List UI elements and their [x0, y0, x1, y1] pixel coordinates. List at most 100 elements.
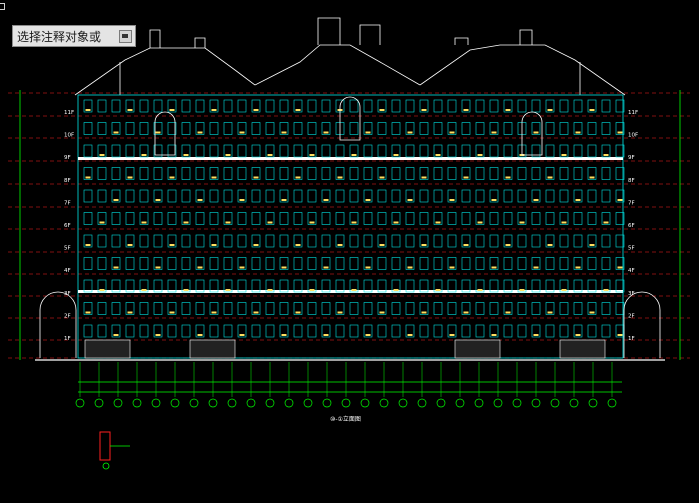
floor-label-left: 8F	[64, 178, 71, 184]
window	[223, 324, 233, 338]
axis-bubbles	[75, 362, 617, 408]
window-sill	[365, 266, 371, 269]
window	[531, 144, 541, 158]
window	[111, 324, 121, 338]
window	[363, 122, 373, 135]
window-sill	[99, 154, 105, 156]
window	[391, 302, 401, 315]
window	[489, 302, 499, 315]
window	[153, 234, 163, 248]
window-sill	[253, 176, 259, 179]
window	[601, 234, 611, 248]
window-sill	[421, 311, 427, 314]
window	[615, 99, 625, 113]
garage-door	[454, 339, 501, 359]
window	[307, 144, 317, 158]
window	[209, 189, 219, 203]
window	[265, 144, 275, 158]
window-sill	[589, 176, 595, 179]
window	[153, 212, 163, 225]
window	[475, 99, 485, 113]
window-sill	[505, 176, 511, 179]
window	[139, 302, 149, 315]
window	[237, 189, 247, 203]
window	[419, 212, 429, 225]
window	[615, 279, 625, 293]
window	[419, 279, 429, 293]
window	[293, 189, 303, 203]
window	[111, 257, 121, 270]
window	[209, 122, 219, 135]
window	[321, 167, 331, 180]
window-sill	[295, 311, 301, 314]
floor-label-right: 4F	[628, 268, 635, 274]
window-sill	[379, 311, 385, 314]
window	[293, 234, 303, 248]
window	[237, 279, 247, 293]
window	[489, 212, 499, 225]
window	[349, 144, 359, 158]
ucs-corner-icon	[0, 3, 5, 10]
close-icon[interactable]	[119, 29, 132, 43]
window	[139, 324, 149, 338]
window	[615, 167, 625, 180]
window	[153, 167, 163, 180]
window	[251, 257, 261, 270]
window	[167, 279, 177, 293]
window-sill	[547, 109, 553, 111]
window	[167, 99, 177, 113]
window	[573, 189, 583, 203]
window	[461, 234, 471, 248]
legend-box	[99, 431, 111, 461]
window	[601, 189, 611, 203]
window	[447, 122, 457, 135]
window	[391, 212, 401, 225]
window-sill	[449, 199, 455, 201]
window	[531, 324, 541, 338]
window	[209, 99, 219, 113]
window	[279, 189, 289, 203]
window	[181, 302, 191, 315]
window	[265, 167, 275, 180]
axis-bubble	[550, 398, 560, 408]
window	[405, 302, 415, 315]
window-sill	[519, 289, 525, 291]
axis-bubble	[246, 398, 256, 408]
window	[223, 122, 233, 135]
window-sill	[197, 334, 203, 336]
window-sill	[155, 266, 161, 269]
window-sill	[463, 109, 469, 111]
window	[433, 257, 443, 270]
window	[335, 234, 345, 248]
window	[293, 99, 303, 113]
window-sill	[323, 199, 329, 201]
window	[279, 257, 289, 270]
window	[587, 324, 597, 338]
window	[475, 122, 485, 135]
window	[447, 257, 457, 270]
window-sill	[309, 221, 315, 224]
window	[223, 234, 233, 248]
window	[447, 144, 457, 158]
window	[209, 302, 219, 315]
window	[447, 99, 457, 113]
arched-window	[154, 111, 176, 156]
window-sill	[85, 311, 91, 314]
window-sill	[183, 154, 189, 156]
window	[181, 212, 191, 225]
window	[587, 99, 597, 113]
window	[321, 212, 331, 225]
window	[377, 324, 387, 338]
floor-label-left: 9F	[64, 155, 71, 161]
window	[181, 234, 191, 248]
window-sill	[505, 109, 511, 111]
window	[153, 279, 163, 293]
axis-bubble	[303, 398, 313, 408]
roof-line	[317, 17, 381, 45]
window	[363, 167, 373, 180]
window-sill	[211, 176, 217, 179]
window	[321, 324, 331, 338]
window-sill	[211, 244, 217, 246]
window	[307, 167, 317, 180]
